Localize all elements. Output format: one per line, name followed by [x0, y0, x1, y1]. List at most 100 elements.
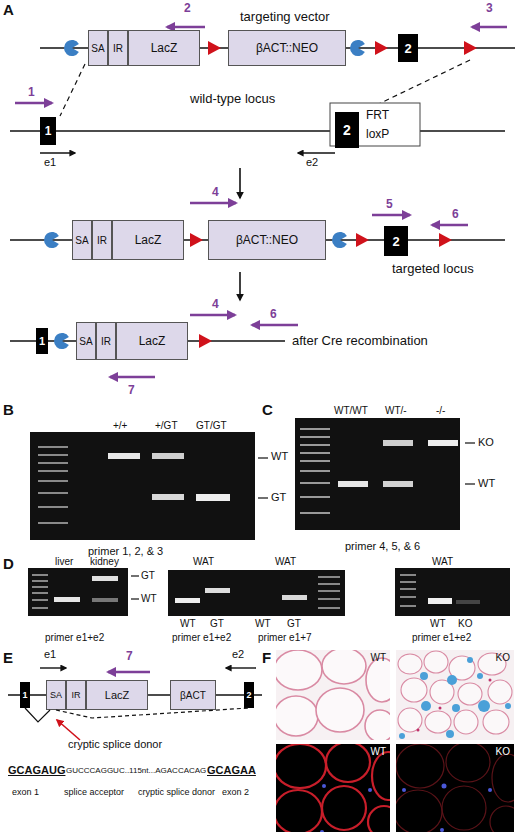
micrograph-panel: WT — [276, 744, 390, 832]
cassette-element: LacZ — [112, 220, 184, 260]
cassette-element: IR — [66, 680, 86, 710]
node-label: 1 — [22, 690, 27, 700]
label-text: primer e1+e2 — [172, 632, 231, 643]
micrograph-image — [276, 744, 390, 832]
node-label: WT — [370, 652, 386, 663]
label-text: WAT — [275, 556, 296, 567]
panel-letter: C — [262, 402, 273, 419]
cassette-element: LacZ — [86, 680, 148, 710]
node-label: 1 — [45, 124, 52, 138]
cassette-element: SA — [46, 680, 66, 710]
label-text: WAT — [193, 556, 214, 567]
label-text: WT — [478, 477, 495, 489]
label-text: WT — [141, 593, 157, 604]
gel-image — [30, 432, 255, 540]
callout-number: 6 — [270, 308, 277, 321]
label-text: WT — [255, 618, 271, 629]
label-text: targeted locus — [392, 262, 474, 276]
node-label: LacZ — [135, 233, 162, 247]
cassette-element: IR — [92, 220, 112, 260]
sequence-text: GCAGAA — [207, 764, 256, 776]
node-label: LacZ — [105, 689, 129, 701]
micrograph-panel: KO — [396, 744, 514, 832]
callout-number: 4 — [212, 186, 219, 199]
legend-text: FRT — [366, 109, 389, 122]
label-text: -/- — [436, 405, 445, 416]
callout-number: 7 — [126, 650, 133, 663]
cassette-element: LacZ — [128, 30, 200, 66]
node-label: IR — [101, 336, 111, 347]
node-label: 1 — [39, 335, 45, 347]
cassette-element: SA — [72, 220, 92, 260]
label-text: GUCCCAGGUC..115nt...AGACCACAG — [66, 767, 206, 776]
node-label: βACT — [180, 690, 206, 701]
node-label: βACT::NEO — [256, 41, 318, 55]
label-text: primer e1+e2 — [45, 632, 104, 643]
node-label: SA — [75, 235, 88, 246]
node-label: LacZ — [151, 41, 178, 55]
gel-image — [295, 418, 460, 530]
label-text: e1 — [44, 156, 56, 168]
gel-image — [28, 568, 510, 616]
callout-number: 1 — [28, 86, 35, 99]
label-text: primer 4, 5, & 6 — [345, 540, 420, 552]
label-text: KO — [458, 618, 472, 629]
label-text: GT/GT — [196, 420, 227, 431]
callout-number: 7 — [128, 384, 135, 397]
node-label: βACT::NEO — [236, 233, 298, 247]
label-text: liver — [55, 556, 73, 567]
callout-number: 4 — [212, 298, 219, 311]
node-label: KO — [496, 746, 510, 757]
node-label: SA — [50, 690, 62, 700]
node-label: 2 — [246, 690, 251, 700]
panel-letter: F — [262, 650, 271, 667]
node-label: SA — [91, 43, 104, 54]
exon-box: 1 — [40, 117, 56, 145]
label-text: +/GT — [155, 420, 178, 431]
label-text: cryptic splice donor — [138, 788, 215, 798]
micrograph-image — [276, 650, 390, 740]
node-label: 2 — [392, 234, 399, 249]
node-label: IR — [72, 690, 81, 700]
panel-letter: B — [3, 402, 14, 419]
label-text: e2 — [306, 156, 318, 168]
cassette-element: βACT::NEO — [208, 220, 326, 260]
label-text: primer 1, 2, & 3 — [88, 545, 163, 557]
label-text: GT — [287, 618, 301, 629]
label-text: primer e1+e2 — [412, 632, 471, 643]
label-text: KO — [478, 436, 494, 448]
label-text: WT — [271, 450, 288, 462]
node-label: SA — [79, 336, 92, 347]
micrograph-image — [396, 650, 514, 740]
sequence-text: GCAGAUG — [8, 764, 65, 776]
dna-backbone — [8, 48, 515, 695]
exon-box: 2 — [244, 682, 254, 708]
callout-number: 3 — [486, 2, 493, 15]
callout-number: 5 — [386, 198, 393, 211]
cassette-element: IR — [96, 322, 116, 360]
pointer-arrow — [57, 720, 80, 740]
label-text: WT — [180, 618, 196, 629]
cassette-element: βACT::NEO — [228, 30, 346, 66]
loxp-site — [190, 41, 477, 348]
label-text: +/+ — [113, 420, 127, 431]
callout-number: 2 — [184, 2, 191, 15]
exon-box: 2 — [335, 112, 359, 148]
label-text: targeting vector — [240, 10, 330, 24]
exon-box: 2 — [398, 34, 418, 62]
label-text: primer e1+7 — [258, 632, 312, 643]
node-label: WT — [370, 746, 386, 757]
micrograph-panel: KO — [396, 650, 514, 740]
label-text: WAT — [432, 556, 453, 567]
label-text: e2 — [232, 648, 244, 660]
micrograph-image — [396, 744, 514, 832]
label-text: wild-type locus — [190, 92, 275, 106]
panel-letter: A — [3, 2, 14, 19]
node-label: 2 — [343, 122, 351, 138]
label-text: kidney — [90, 556, 119, 567]
label-text: cryptic splice donor — [68, 738, 162, 750]
label-text: GT — [141, 570, 155, 581]
node-label: IR — [113, 43, 123, 54]
node-label: LacZ — [139, 334, 166, 348]
